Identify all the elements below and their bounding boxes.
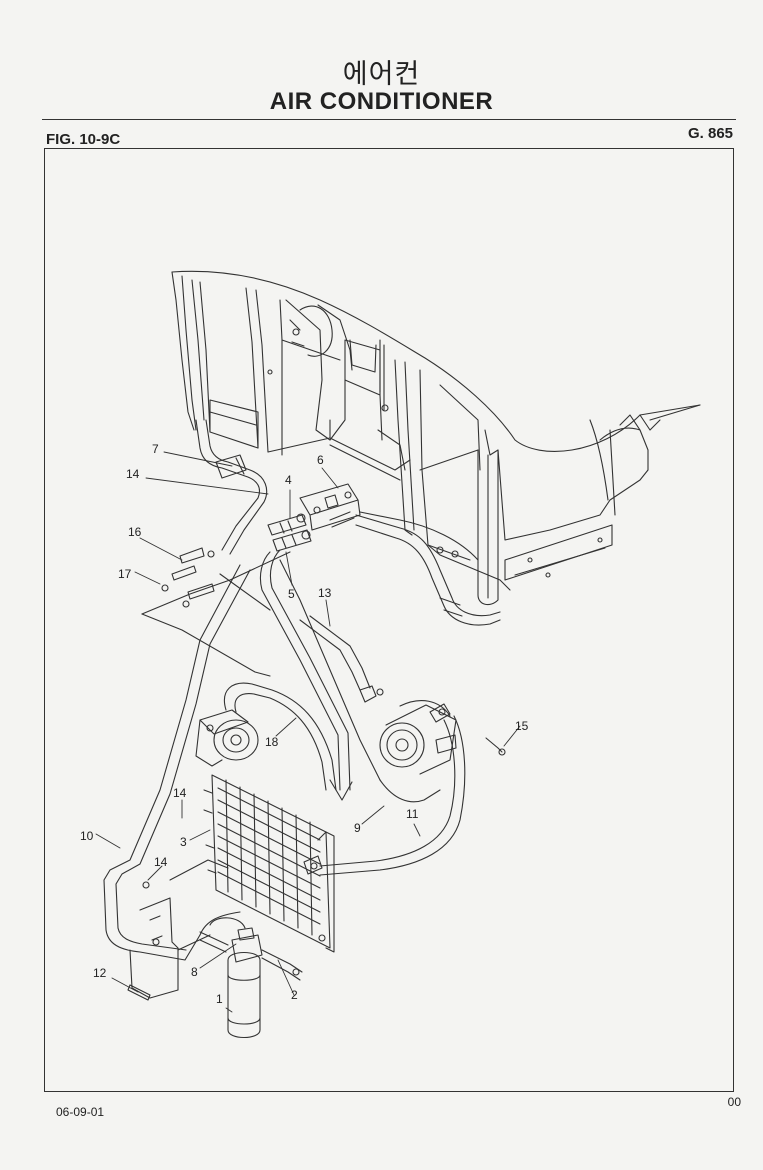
callout-14a: 14 bbox=[126, 467, 140, 481]
callout-13: 13 bbox=[318, 586, 332, 600]
page-title: AIR CONDITIONER bbox=[269, 88, 494, 115]
motor-drawing bbox=[195, 709, 259, 767]
callout-14c: 14 bbox=[154, 855, 168, 869]
callout-12: 12 bbox=[93, 966, 107, 980]
callout-1: 1 bbox=[216, 992, 223, 1006]
callout-3: 3 bbox=[180, 835, 187, 849]
callout-9: 9 bbox=[354, 821, 361, 835]
receiver-drier-drawing bbox=[127, 859, 303, 1039]
leader-lines bbox=[95, 451, 521, 1013]
cab-frame-drawing bbox=[171, 270, 701, 606]
diagram-frame bbox=[44, 148, 734, 1092]
date-code: 06-09-01 bbox=[56, 1105, 105, 1119]
title-rule bbox=[42, 119, 736, 120]
callout-18: 18 bbox=[265, 735, 279, 749]
callout-5: 5 bbox=[288, 587, 295, 601]
callout-14b: 14 bbox=[173, 786, 187, 800]
air-conditioner-diagram: 1 2 3 4 5 6 7 8 9 10 11 12 13 14 14 14 1… bbox=[80, 270, 701, 1039]
callout-numbers: 1 2 3 4 5 6 7 8 9 10 11 12 13 14 14 14 1… bbox=[80, 442, 529, 1006]
figure-label: FIG. 10-9C bbox=[46, 131, 121, 148]
callout-10: 10 bbox=[80, 829, 94, 843]
hose-routing-drawing bbox=[103, 419, 501, 961]
callout-15: 15 bbox=[515, 719, 529, 733]
condenser-drawing bbox=[203, 774, 335, 953]
callout-11: 11 bbox=[406, 807, 419, 821]
callout-16: 16 bbox=[128, 525, 142, 539]
page-number: 00 bbox=[727, 1095, 741, 1109]
callout-4: 4 bbox=[285, 473, 292, 487]
page-code: G. 865 bbox=[687, 125, 733, 142]
callout-7: 7 bbox=[152, 442, 159, 456]
callout-8: 8 bbox=[191, 965, 198, 979]
callout-6: 6 bbox=[317, 453, 324, 467]
compressor-drawing bbox=[379, 700, 506, 775]
korean-title: 에어컨 bbox=[342, 59, 421, 90]
callout-17: 17 bbox=[118, 567, 132, 581]
callout-2: 2 bbox=[291, 988, 298, 1002]
